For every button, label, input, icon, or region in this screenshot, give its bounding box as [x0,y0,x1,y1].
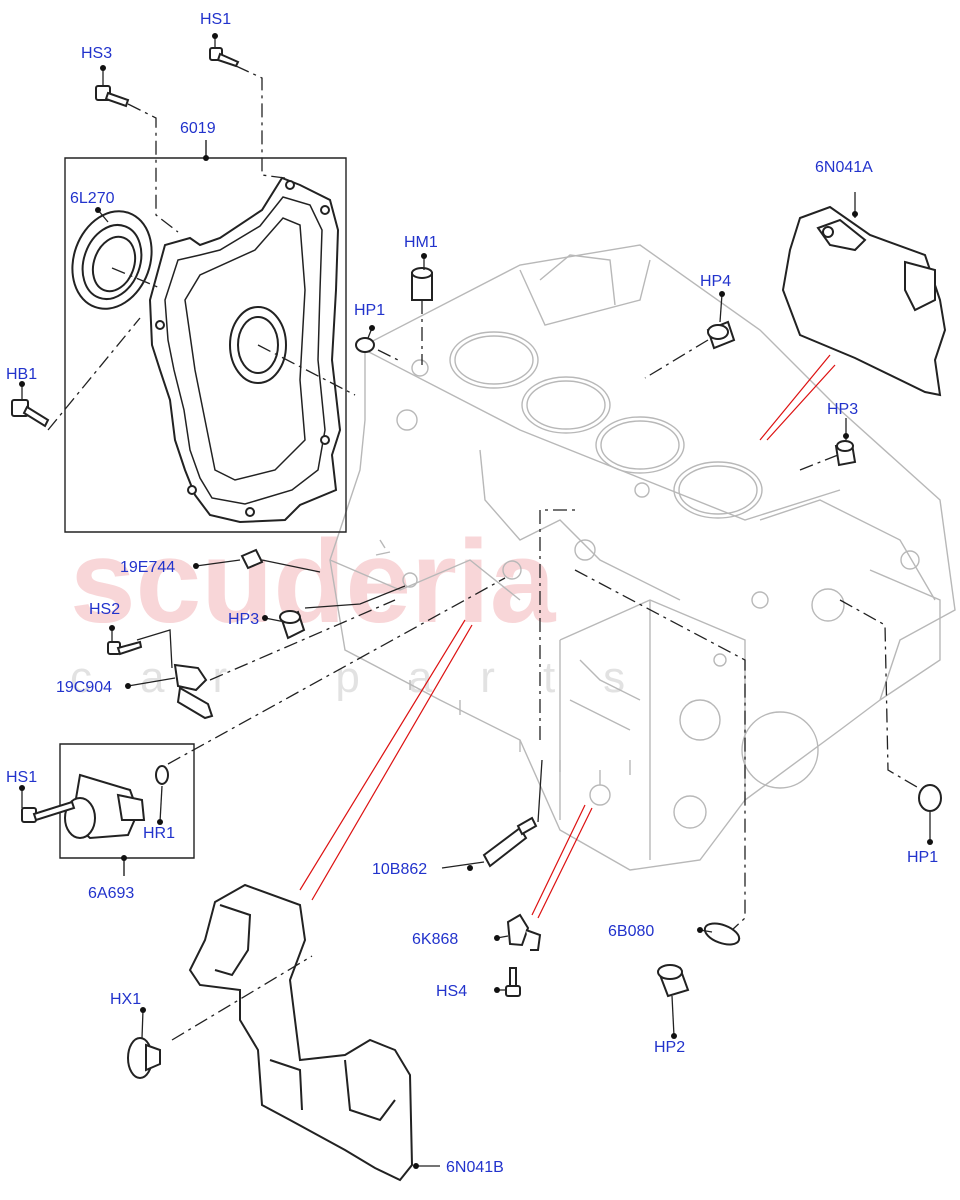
label-6k868[interactable]: 6K868 [412,931,458,948]
label-hp1-right[interactable]: HP1 [907,849,938,866]
label-6l270[interactable]: 6L270 [70,190,115,207]
dowel-hm1[interactable] [411,267,433,301]
solenoid-6a693[interactable] [64,773,146,840]
label-hb1[interactable]: HB1 [6,366,37,383]
plug-hp3-left[interactable] [279,610,306,640]
label-hs1-top[interactable]: HS1 [200,11,231,28]
label-hs2[interactable]: HS2 [89,601,120,618]
label-hs1-left[interactable]: HS1 [6,769,37,786]
assembly-lines [47,65,923,1041]
plug-hp1-top[interactable] [355,337,375,353]
bolt-hs4[interactable] [505,967,521,997]
plug-hp1-right[interactable] [918,784,942,812]
part-labels: HS1 HS3 6019 6L270 HB1 HM1 HP1 HP4 6N041… [6,11,938,1176]
ring-hr1[interactable] [155,765,169,785]
label-dots [19,33,933,1169]
label-hp1-top[interactable]: HP1 [354,302,385,319]
heat-shield-6n041a[interactable] [781,205,947,397]
label-hm1[interactable]: HM1 [404,234,438,251]
bolt-hb1[interactable] [11,399,50,428]
label-6b080[interactable]: 6B080 [608,923,654,940]
timing-cover-group [64,140,347,533]
watermark-tagline: car parts [70,653,673,702]
oil-pump-solenoid-group [21,743,195,876]
plug-hp4[interactable] [706,320,736,350]
label-hx1[interactable]: HX1 [110,991,141,1008]
label-6n041a[interactable]: 6N041A [815,159,873,176]
bolt-hs3[interactable] [95,85,130,108]
sensor-6k868[interactable] [506,913,542,951]
watermark-brand: scuderia [70,516,557,648]
bolt-hs2[interactable] [107,640,143,656]
plug-hp2[interactable] [657,964,690,998]
label-hp4[interactable]: HP4 [700,273,731,290]
label-10b862[interactable]: 10B862 [372,861,427,878]
label-hp3-left[interactable]: HP3 [228,611,259,628]
label-6n041b[interactable]: 6N041B [446,1159,504,1176]
gasket-6b080[interactable] [702,919,742,948]
sleeve-19e744[interactable] [240,548,264,570]
bolt-hs1-left[interactable] [21,800,76,823]
label-hp2[interactable]: HP2 [654,1039,685,1056]
label-19c904[interactable]: 19C904 [56,679,112,696]
cylinder-block [329,244,956,871]
plug-hp3-right[interactable] [834,440,857,467]
label-6019[interactable]: 6019 [180,120,216,137]
sensor-19c904[interactable] [173,663,214,720]
bolt-hs1-top[interactable] [209,47,240,68]
label-hs3[interactable]: HS3 [81,45,112,62]
label-19e744[interactable]: 19E744 [120,559,175,576]
label-6a693[interactable]: 6A693 [88,885,134,902]
label-hp3-right[interactable]: HP3 [827,401,858,418]
sensor-10b862[interactable] [482,816,538,868]
plug-hx1[interactable] [127,1037,161,1079]
reference-lines [299,354,836,919]
label-hr1[interactable]: HR1 [143,825,175,842]
label-hs4[interactable]: HS4 [436,983,467,1000]
heat-shield-6n041b[interactable] [188,883,414,1182]
